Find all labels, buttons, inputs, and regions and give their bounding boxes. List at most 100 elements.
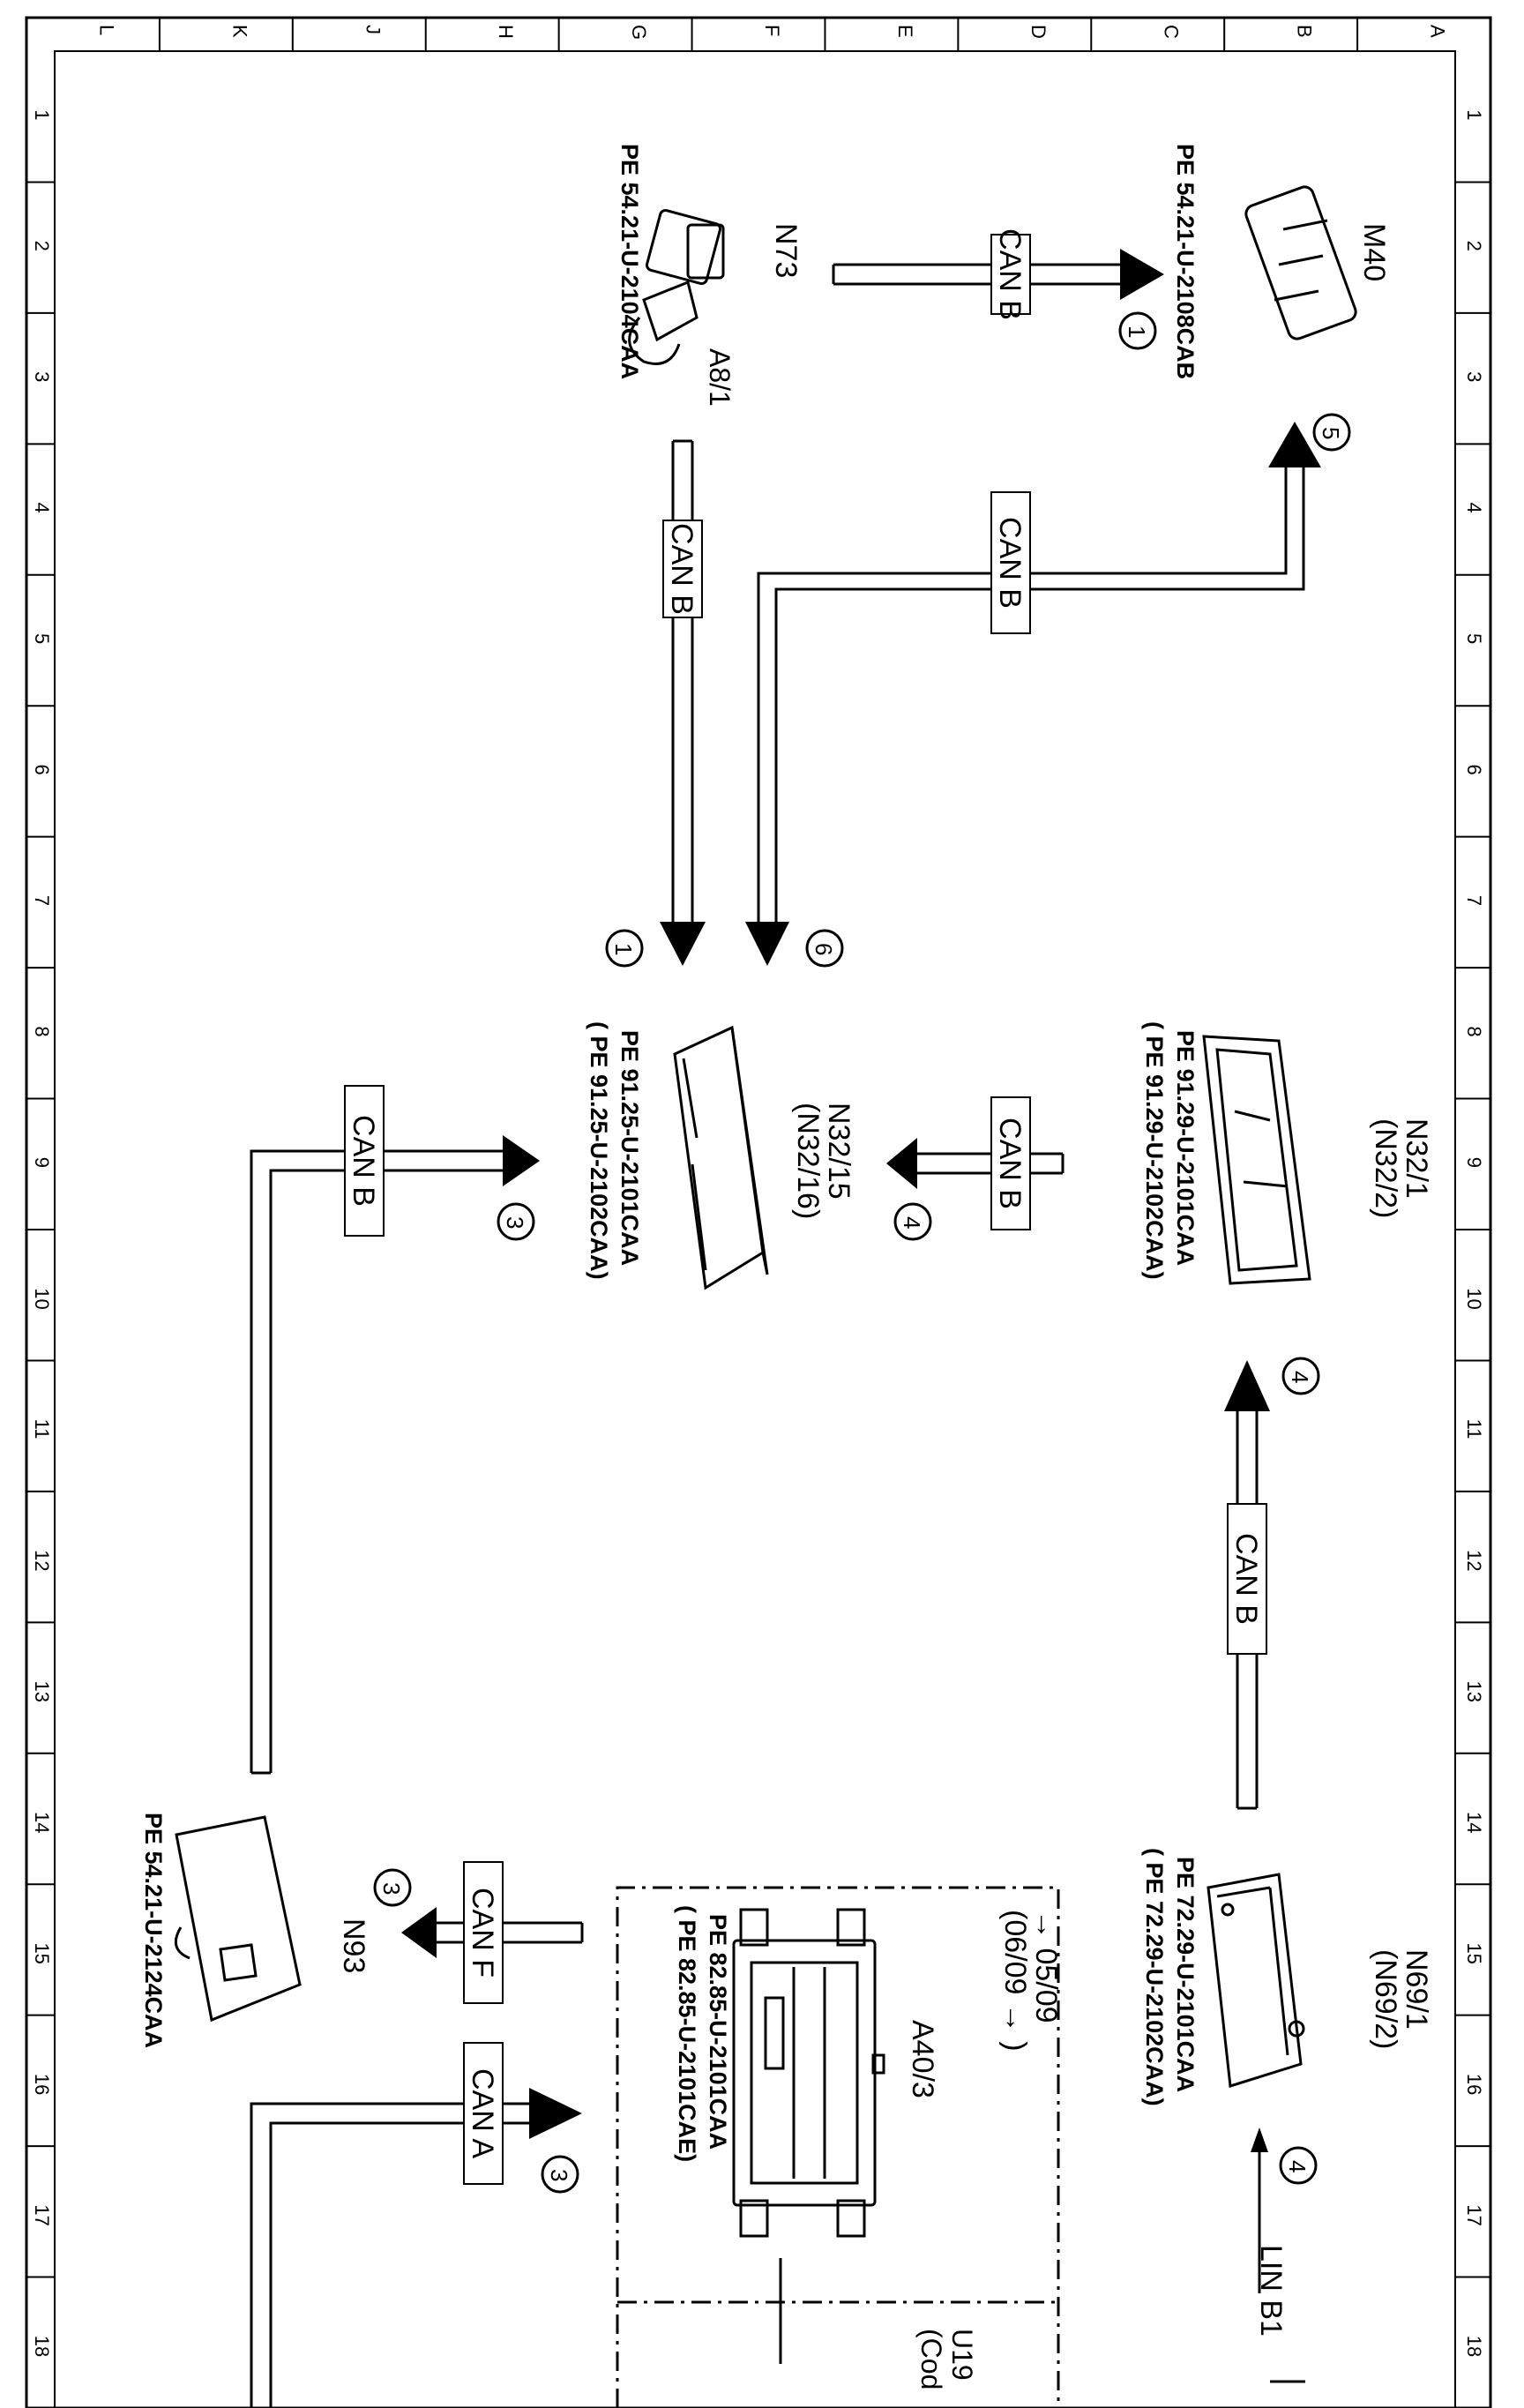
n69-1-alt-group: (N69/2) <box>1369 1949 1402 2049</box>
row-label: 16 <box>31 2074 53 2095</box>
marker-circle <box>1118 311 1157 350</box>
row-label: 3 <box>31 371 53 382</box>
bus-label-can-b-5: CAN B <box>344 1085 385 1237</box>
n73-ref-group: PE 54.21-U-2104CAA <box>616 144 643 379</box>
n32-1-ref: PE 91.29-U-2101CAA <box>1172 1030 1199 1266</box>
n69-1-name: N69/1 <box>1400 1949 1433 2030</box>
bus-label-can-b-2: CAN B <box>662 520 703 618</box>
n73-illustration <box>628 208 725 365</box>
svg-text:CAN B: CAN B <box>1229 1533 1263 1625</box>
n32-1-ref2: ( PE 91.29-U-2102CAA) <box>1141 1021 1168 1280</box>
n32-15-ref2-group: ( PE 91.25-U-2102CAA) <box>586 1021 612 1280</box>
marker-circle <box>497 1202 535 1241</box>
u19-label: U19 <box>946 2329 978 2381</box>
row-label: 17 <box>1463 2204 1485 2225</box>
row-label: 15 <box>1463 1942 1485 1963</box>
n69-1-ref2: ( PE 72.29-U-2102CAA) <box>1141 1848 1168 2106</box>
n32-15-ref2: ( PE 91.25-U-2102CAA) <box>586 1021 612 1280</box>
a40-3-validity2-group: (06/09 → ) <box>998 1910 1032 2052</box>
n32-15-alt-group: (N32/16) <box>791 1103 825 1219</box>
row-label: 11 <box>1463 1419 1485 1440</box>
lin-b1-signal: LIN B1 <box>1251 2128 1305 2383</box>
n69-1-illustration <box>1206 1873 1305 2088</box>
row-label: 9 <box>31 1157 53 1168</box>
marker-number: 1 <box>610 943 637 955</box>
n73-ref: PE 54.21-U-2104CAA <box>616 144 643 379</box>
marker-circle <box>1312 413 1351 452</box>
bus-label-can-a: CAN A <box>463 2042 504 2185</box>
a40-3-validity-2: (06/09 → ) <box>998 1910 1032 2052</box>
column-label: C <box>1161 25 1183 39</box>
marker-number: 4 <box>1284 2160 1311 2172</box>
a40-3-validity-1: → 05/09 <box>1029 1910 1063 2023</box>
row-label: 8 <box>1463 1026 1485 1036</box>
row-label: 18 <box>1463 2336 1485 2357</box>
marker-number: 3 <box>378 1882 405 1895</box>
marker-circle <box>893 1202 932 1241</box>
column-label: A <box>1427 25 1449 38</box>
arrow-to-n32-1-from-n69 <box>1224 1360 1270 1411</box>
svg-text:CAN A: CAN A <box>466 2068 499 2158</box>
bus-label-can-f: CAN F <box>463 1861 504 2004</box>
marker-number: 3 <box>546 2169 572 2181</box>
row-label: 13 <box>1463 1681 1485 1702</box>
arrow-to-n32-15-from-loop <box>745 922 789 966</box>
a40-3-ref: PE 82.85-U-2101CAA <box>705 1914 731 2150</box>
n69-1-name-group: N69/1 <box>1400 1949 1433 2030</box>
arrow-to-m40 <box>1120 249 1164 300</box>
n69-1-ref: PE 72.29-U-2101CAA <box>1172 1857 1199 2092</box>
marker-circle <box>805 929 844 968</box>
n93-ref: PE 54.21-U-2124CAA <box>140 1813 167 2048</box>
arrowheads <box>401 249 1321 2139</box>
u19-group: U19 <box>946 2329 978 2381</box>
row-label: 1 <box>1463 109 1485 120</box>
row-label: 10 <box>31 1288 53 1309</box>
row-label: 4 <box>1463 503 1485 513</box>
n32-15-ref-group: PE 91.25-U-2101CAA <box>616 1030 643 1266</box>
n32-1-name: N32/1 <box>1400 1118 1433 1199</box>
n32-15-name: N32/15 <box>822 1103 855 1200</box>
marker-circle <box>541 2155 579 2194</box>
n73-a8-1: A8/1 <box>704 348 736 407</box>
column-label: E <box>894 25 916 38</box>
svg-text:CAN B: CAN B <box>993 517 1027 609</box>
row-label: 13 <box>31 1681 53 1702</box>
n32-1-alt: (N32/2) <box>1369 1118 1402 1218</box>
column-label: L <box>95 25 117 35</box>
a40-3-ref2-group: ( PE 82.85-U-2101CAE) <box>674 1905 700 2162</box>
row-label: 6 <box>31 764 53 774</box>
a40-3-validity1-group: → 05/09 <box>1029 1910 1063 2023</box>
n73-name-group: N73 <box>769 223 803 278</box>
column-label: D <box>1027 25 1050 39</box>
row-label: 7 <box>31 895 53 906</box>
row-label: 5 <box>31 633 53 644</box>
row-label: 1 <box>31 109 53 120</box>
row-label: 11 <box>31 1419 53 1440</box>
row-label: 14 <box>1463 1812 1485 1833</box>
a40-3-illustration <box>732 1908 885 2238</box>
row-label: 14 <box>31 1812 53 1833</box>
row-label: 16 <box>1463 2074 1485 2095</box>
row-label: 12 <box>31 1550 53 1571</box>
n73-extra-group: A8/1 <box>704 348 736 407</box>
svg-text:CAN B: CAN B <box>993 1118 1027 1209</box>
bus-label-can-b-1: CAN B <box>990 228 1031 320</box>
marker-number: 6 <box>811 943 837 955</box>
n69-1-alt: (N69/2) <box>1369 1949 1402 2049</box>
marker-circle <box>605 929 644 968</box>
column-label: G <box>628 25 650 40</box>
marker-circle <box>1281 1357 1320 1395</box>
a40-3-ref2: ( PE 82.85-U-2101CAE) <box>674 1905 700 2162</box>
column-label: H <box>495 25 517 39</box>
m40-ref-group: PE 54.21-U-2108CAB <box>1172 144 1199 379</box>
marker-number: 5 <box>1318 427 1344 439</box>
n93-illustration <box>174 1815 302 2023</box>
m40-name-group: M40 <box>1357 223 1391 281</box>
n32-1-ref2-group: ( PE 91.29-U-2102CAA) <box>1141 1021 1168 1280</box>
n73-name: N73 <box>769 223 803 278</box>
arrow-to-n93 <box>401 1907 437 1958</box>
marker-circle <box>1279 2146 1318 2185</box>
